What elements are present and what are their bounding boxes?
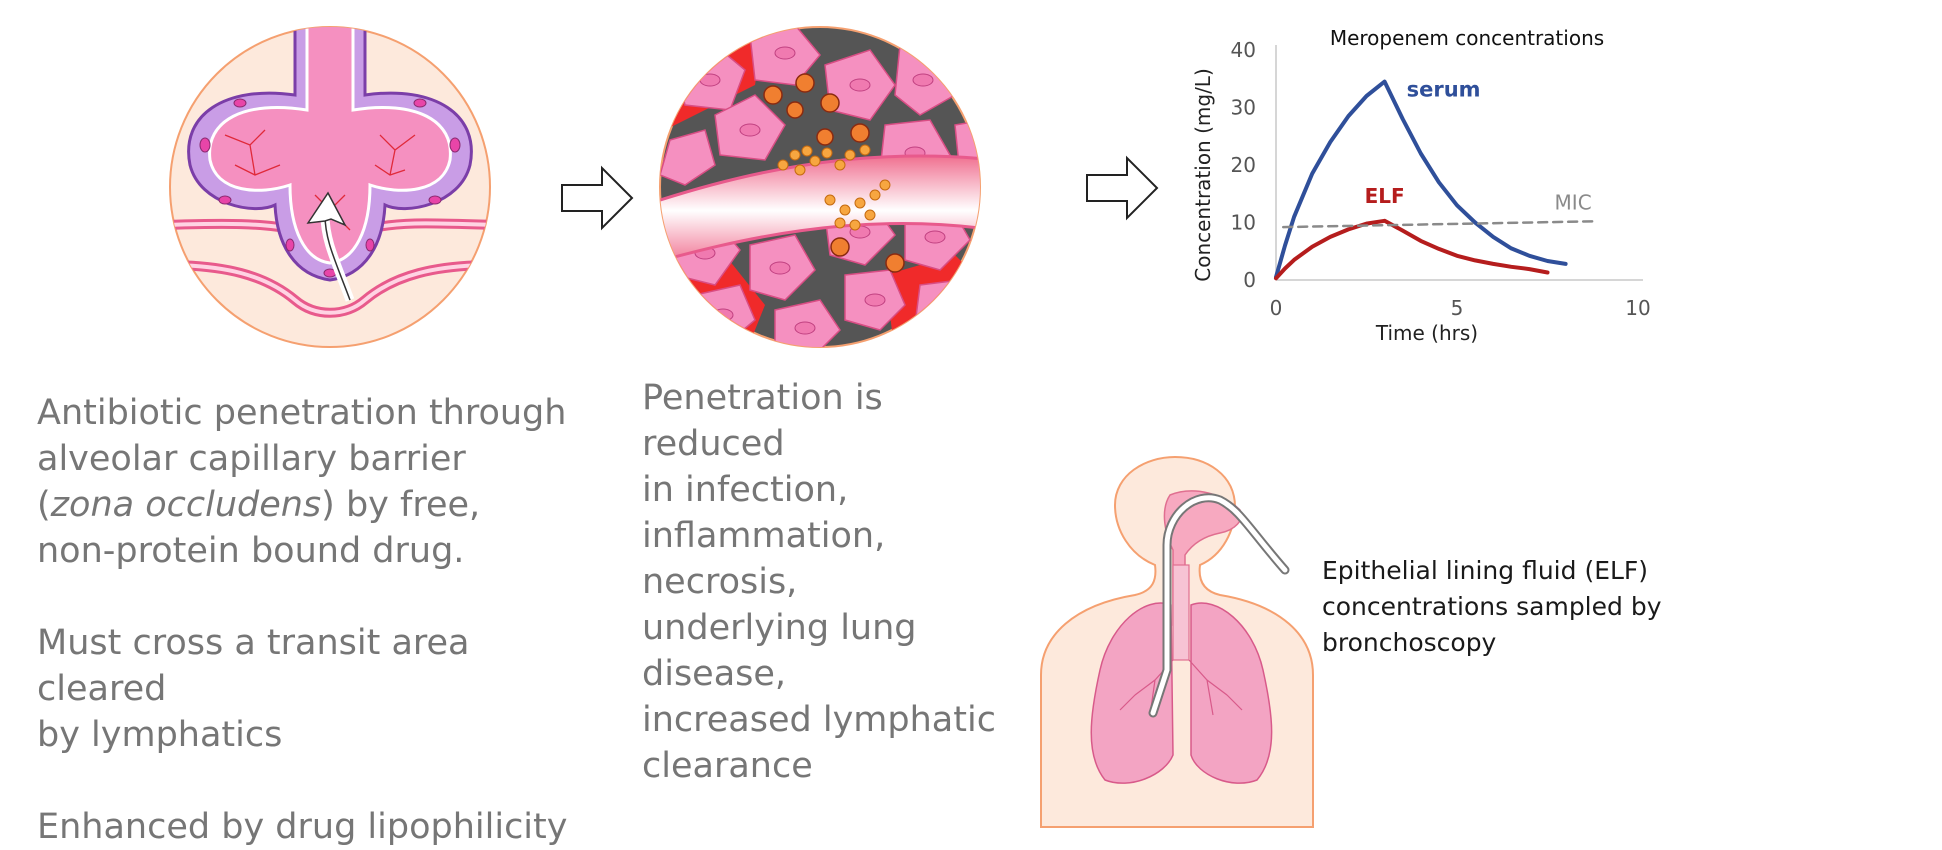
text-line: non-protein bound drug. (37, 531, 465, 571)
text-line: increased lymphatic (642, 700, 996, 740)
text-line: underlying lung (642, 608, 917, 648)
series-line-serum (1274, 79, 1568, 280)
text-line: Penetration is reduced (642, 378, 883, 464)
y-tick-label: 10 (1231, 211, 1256, 235)
bronchoscopy-caption: Epithelial lining fluid (ELF) concentrat… (1322, 553, 1682, 661)
alveolus-illustration (169, 26, 491, 348)
caption-line: Epithelial lining fluid (ELF) (1322, 556, 1649, 585)
x-axis-label: Time (hrs) (1375, 321, 1478, 345)
zona-occludens-term: zona occludens (50, 485, 322, 525)
x-tick-label: 10 (1625, 296, 1650, 320)
series-line-elf (1274, 218, 1550, 281)
text-line: clearance (642, 746, 813, 786)
x-tick-label: 0 (1270, 296, 1283, 320)
penetration-reduced-description: Penetration is reduced in infection, inf… (642, 375, 1022, 789)
text-line: disease, (642, 654, 787, 694)
right-arrow-icon (1086, 155, 1159, 221)
text-line: by lymphatics (37, 715, 283, 755)
series-label-serum: serum (1407, 78, 1481, 102)
text-fragment: ) by free, (321, 485, 481, 525)
y-tick-label: 0 (1243, 268, 1256, 292)
paren-open: ( (37, 485, 51, 525)
text-line: Antibiotic penetration through (37, 393, 567, 433)
series-line-mic (1281, 220, 1596, 229)
text-line: alveolar capillary barrier (37, 439, 466, 479)
meropenem-chart: 0 10 20 30 40 0 5 10 Meropenem concentrationsTim… (1191, 26, 1651, 345)
caption-line: bronchoscopy (1322, 628, 1497, 657)
barrier-description: Antibiotic penetration through alveolar … (37, 390, 597, 850)
text-line: (zona occludens) by free, (37, 482, 597, 528)
text-line: in infection, (642, 470, 849, 510)
series-label-mic: MIC (1555, 190, 1592, 214)
text-line: inflammation, necrosis, (642, 516, 886, 602)
bronchoscopy-illustration (1040, 455, 1314, 828)
y-tick-label: 20 (1231, 153, 1256, 177)
text-line: Must cross a transit area cleared (37, 623, 470, 709)
right-arrow-icon (561, 165, 634, 231)
series-label-elf: ELF (1365, 184, 1405, 208)
y-axis-label: Concentration (mg/L) (1191, 68, 1215, 282)
text-line: Enhanced by drug lipophilicity (37, 807, 568, 847)
y-tick-label: 30 (1231, 96, 1256, 120)
chart-title: Meropenem concentrations (1330, 26, 1604, 50)
inflamed-tissue-illustration (659, 26, 981, 348)
caption-line: concentrations sampled by (1322, 592, 1662, 621)
y-tick-label: 40 (1231, 38, 1256, 62)
x-tick-label: 5 (1451, 296, 1464, 320)
